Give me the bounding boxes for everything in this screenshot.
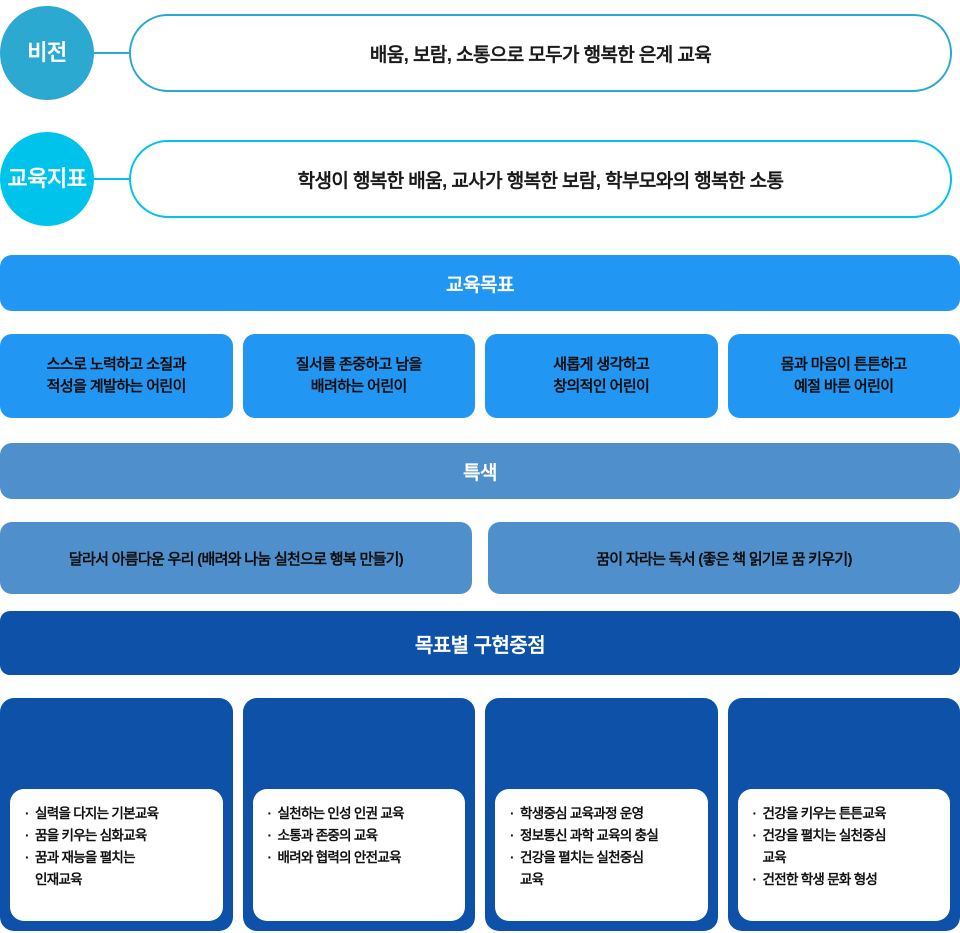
education-index-circle: 교육 지표 [0,132,94,226]
focus-card-inner: 건강을 키우는 튼튼교육건강을 펼치는 실천중심 교육건전한 학생 문화 형성 [737,789,950,921]
vision-statement-box: 배움, 보람, 소통으로 모두가 행복한 은계 교육 [129,14,952,92]
feature-banner: 특색 [0,443,960,499]
education-index-connector-line [94,178,129,180]
vision-row: 비전 배움, 보람, 소통으로 모두가 행복한 은계 교육 [0,6,960,100]
focus-card: 학생중심 교육과정 운영정보통신 과학 교육의 충실건강을 펼치는 실천중심 교… [485,698,718,931]
focus-item: 학생중심 교육과정 운영 [509,803,698,825]
education-goal-card: 새롭게 생각하고 창의적인 어린이 [485,334,718,418]
vision-connector-line [94,52,129,54]
focus-item-list: 실천하는 인성 인권 교육소통과 존중의 교육배려와 협력의 안전교육 [267,803,456,869]
focus-card-list: 실력을 다지는 기본교육꿈을 키우는 심화교육꿈과 재능을 펼치는 인재교육 실… [0,698,960,931]
focus-item: 실력을 다지는 기본교육 [24,803,213,825]
feature-box-list: 달라서 아름다운 우리 (배려와 나눔 실천으로 행복 만들기) 꿈이 자라는 … [0,522,960,594]
feature-box: 꿈이 자라는 독서 (좋은 책 읽기로 꿈 키우기) [488,522,960,594]
education-goal-card: 스스로 노력하고 소질과 적성을 계발하는 어린이 [0,334,233,418]
education-goal-banner: 교육목표 [0,255,960,311]
education-goal-card: 질서를 존중하고 남을 배려하는 어린이 [242,334,475,418]
education-goal-card-list: 스스로 노력하고 소질과 적성을 계발하는 어린이 질서를 존중하고 남을 배려… [0,334,960,418]
education-index-circle-line2: 지표 [47,166,87,192]
feature-box: 달라서 아름다운 우리 (배려와 나눔 실천으로 행복 만들기) [0,522,472,594]
focus-item: 건강을 키우는 튼튼교육 [752,803,941,825]
education-index-statement-box: 학생이 행복한 배움, 교사가 행복한 보람, 학부모와의 행복한 소통 [129,140,952,218]
focus-item: 건전한 학생 문화 형성 [752,869,941,891]
education-index-circle-line1: 교육 [7,166,48,192]
focus-card: 건강을 키우는 튼튼교육건강을 펼치는 실천중심 교육건전한 학생 문화 형성 [727,698,960,931]
focus-item: 꿈을 키우는 심화교육 [24,825,213,847]
focus-card-inner: 실천하는 인성 인권 교육소통과 존중의 교육배려와 협력의 안전교육 [252,789,465,921]
focus-banner: 목표별 구현중점 [0,611,960,675]
focus-item: 꿈과 재능을 펼치는 인재교육 [24,847,213,891]
education-goal-card: 몸과 마음이 튼튼하고 예절 바른 어린이 [727,334,960,418]
focus-item: 건강을 펼치는 실천중심 교육 [752,825,941,869]
focus-item: 건강을 펼치는 실천중심 교육 [509,847,698,891]
focus-card: 실천하는 인성 인권 교육소통과 존중의 교육배려와 협력의 안전교육 [242,698,475,931]
focus-item: 실천하는 인성 인권 교육 [267,803,456,825]
focus-item: 소통과 존중의 교육 [267,825,456,847]
focus-card-inner: 실력을 다지는 기본교육꿈을 키우는 심화교육꿈과 재능을 펼치는 인재교육 [10,789,223,921]
focus-card-inner: 학생중심 교육과정 운영정보통신 과학 교육의 충실건강을 펼치는 실천중심 교… [495,789,708,921]
focus-item: 정보통신 과학 교육의 충실 [509,825,698,847]
focus-item-list: 건강을 키우는 튼튼교육건강을 펼치는 실천중심 교육건전한 학생 문화 형성 [752,803,941,890]
focus-item-list: 학생중심 교육과정 운영정보통신 과학 교육의 충실건강을 펼치는 실천중심 교… [509,803,698,890]
education-index-row: 교육 지표 학생이 행복한 배움, 교사가 행복한 보람, 학부모와의 행복한 … [0,132,960,226]
focus-item-list: 실력을 다지는 기본교육꿈을 키우는 심화교육꿈과 재능을 펼치는 인재교육 [24,803,213,890]
focus-item: 배려와 협력의 안전교육 [267,847,456,869]
vision-circle: 비전 [0,6,94,100]
focus-card: 실력을 다지는 기본교육꿈을 키우는 심화교육꿈과 재능을 펼치는 인재교육 [0,698,233,931]
